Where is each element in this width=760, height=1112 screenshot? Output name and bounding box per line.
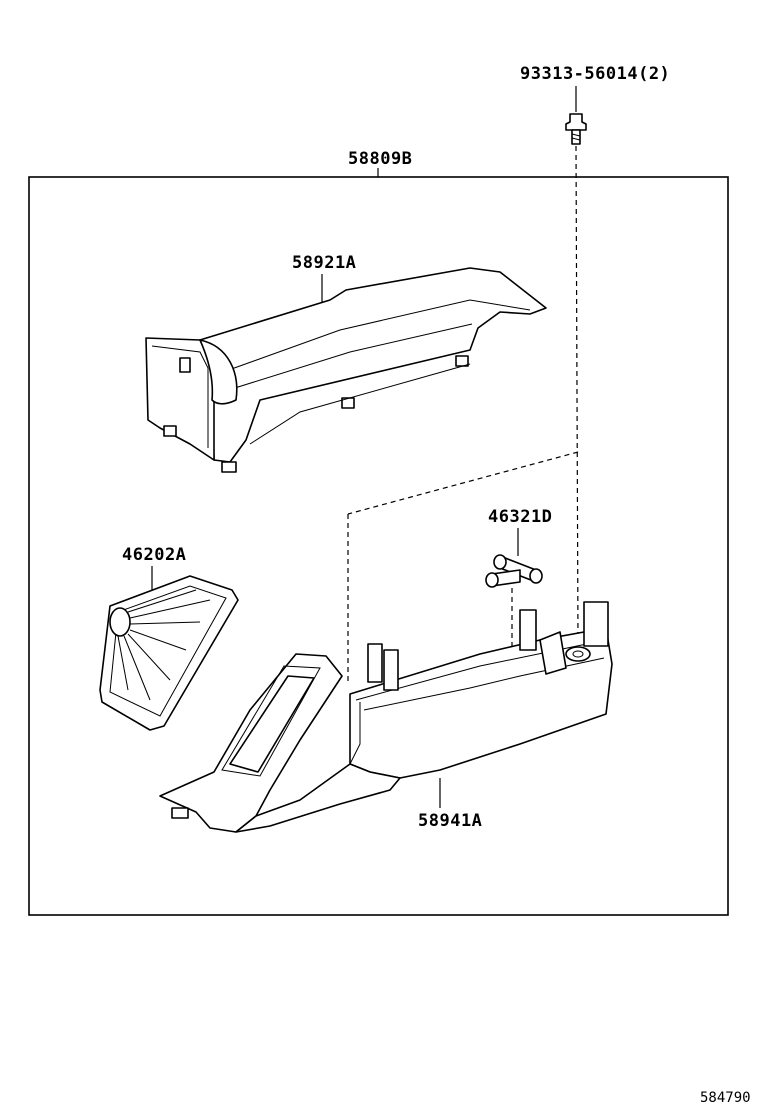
label-58941A[interactable]: 58941A	[418, 811, 482, 831]
console-box-part[interactable]	[159, 601, 613, 833]
assembly-dashed-lines	[347, 145, 579, 684]
label-58921A[interactable]: 58921A	[292, 253, 356, 273]
label-58809B[interactable]: 58809B	[348, 149, 412, 169]
pin-part[interactable]	[485, 554, 543, 588]
label-93313-56014[interactable]: 93313-56014(2)	[520, 64, 670, 84]
label-46202A[interactable]: 46202A	[122, 545, 186, 565]
boot-part[interactable]	[99, 575, 239, 731]
screw-part[interactable]	[565, 86, 587, 145]
label-46321D[interactable]: 46321D	[488, 507, 552, 527]
diagram-ref-number: 584790	[700, 1090, 751, 1106]
upper-cover-part[interactable]	[145, 267, 547, 473]
